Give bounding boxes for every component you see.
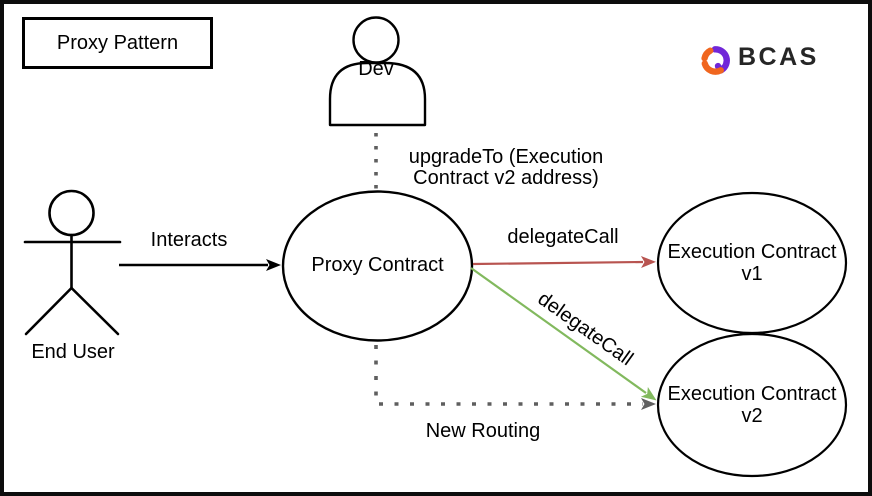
execution-contract-v1-label: Execution Contract v1	[667, 241, 837, 285]
proxy-contract-label: Proxy Contract	[311, 254, 444, 276]
execution-contract-v2-label: Execution Contract v2	[667, 383, 837, 427]
bcas-logo-orange-bottom-arc	[701, 60, 724, 75]
end-user-figure-body	[23, 233, 122, 336]
bcas-logo-orange-top-arc	[701, 47, 714, 62]
upgradeto-label: upgradeTo (Execution Contract v2 address…	[408, 146, 604, 189]
delegatecall-v2-arrow	[470, 267, 657, 401]
diagram-title-box: Proxy Pattern	[22, 17, 213, 69]
execution-contract-v2-ellipse	[656, 332, 848, 478]
bcas-logo-purple-arc	[711, 46, 730, 74]
bcas-logo-icon	[701, 46, 730, 75]
proxy-contract-ellipse	[281, 190, 474, 342]
end-user-label: End User	[31, 341, 115, 363]
dev-label: Dev	[358, 58, 394, 80]
new-routing-label: New Routing	[425, 420, 541, 442]
end-user-figure-head	[48, 189, 95, 237]
interacts-label: Interacts	[150, 229, 228, 251]
bcas-logo-text: BCAS	[738, 43, 819, 71]
dev-figure-head	[352, 16, 400, 64]
delegatecall-v1-arrow	[472, 256, 656, 269]
delegatecall-v1-label: delegateCall	[507, 226, 619, 248]
dev-figure-torso	[328, 61, 427, 127]
diagram-title: Proxy Pattern	[56, 31, 179, 54]
